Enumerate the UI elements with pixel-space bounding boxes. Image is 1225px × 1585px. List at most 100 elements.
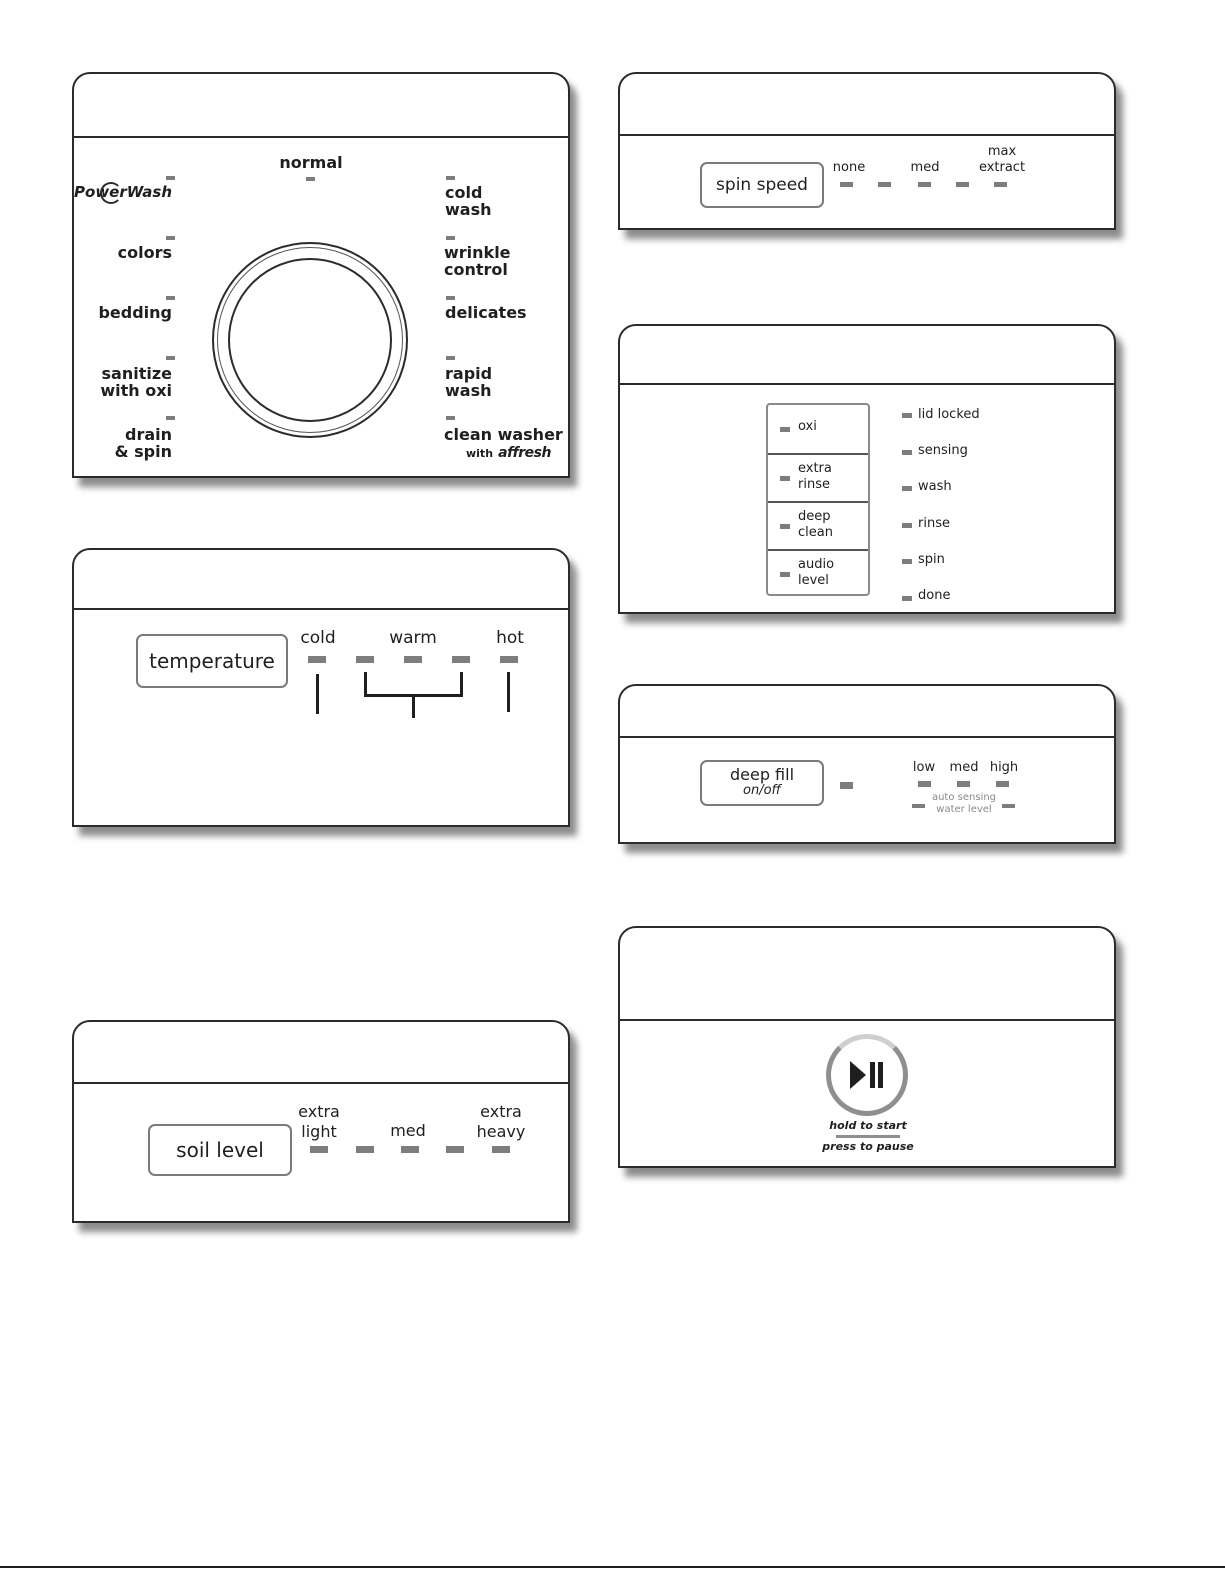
option-oxi[interactable]: oxi (768, 405, 868, 455)
auto-sensing-label: auto sensing water level (931, 792, 997, 815)
start-pause-panel: hold to start press to pause (618, 926, 1116, 1168)
auto-sensing-led-left (912, 804, 925, 808)
cycle-label-rapid-wash: rapid wash (445, 364, 493, 400)
temp-label-cold: cold (300, 628, 336, 648)
temp-bracket-warm-right (460, 672, 463, 696)
soil-level-panel: soil level extra light med extra heavy (72, 1020, 570, 1223)
temp-bracket-cold (316, 674, 319, 714)
option-buttons-group: oxi extra rinse deep clean audio level (766, 403, 870, 596)
water-led-med (957, 781, 970, 787)
soil-led-5 (492, 1146, 510, 1153)
temp-bracket-hot (507, 672, 510, 712)
status-label-wash: wash (918, 479, 952, 494)
option-label-audio-level: audio level (798, 557, 835, 588)
temperature-button[interactable]: temperature (136, 634, 288, 688)
spin-speed-panel: spin speed none med max extract (618, 72, 1116, 230)
temp-label-hot: hot (496, 628, 524, 648)
soil-label-med: med (390, 1121, 426, 1140)
deep-fill-button[interactable]: deep fill on/off (700, 760, 824, 806)
option-audio-level[interactable]: audio level (768, 549, 868, 594)
temp-bracket-warm-left (364, 672, 367, 696)
soil-level-button[interactable]: soil level (148, 1124, 292, 1176)
cycle-led-cold-wash (446, 176, 455, 180)
cycle-label-delicates: delicates (445, 303, 527, 322)
status-led-sensing (902, 450, 912, 455)
option-label-deep-clean: deep clean (798, 509, 833, 540)
status-led-lid-locked (902, 413, 912, 418)
spin-speed-button[interactable]: spin speed (700, 162, 824, 208)
soil-led-4 (446, 1146, 464, 1153)
cycle-label-cold-wash: cold wash (445, 183, 492, 219)
start-pause-button[interactable] (826, 1034, 908, 1116)
temp-bracket-warm-stem (412, 694, 415, 718)
soil-led-3 (401, 1146, 419, 1153)
status-led-rinse (902, 523, 912, 528)
cycle-label-sanitize: sanitize with oxi (100, 364, 172, 400)
cycle-panel: normal PowerWash colors bedding sanitize… (72, 72, 570, 478)
spin-led-5 (994, 182, 1007, 187)
spin-led-4 (956, 182, 969, 187)
status-led-spin (902, 559, 912, 564)
deep-fill-sublabel: on/off (743, 783, 781, 798)
start-divider (836, 1135, 900, 1138)
cycle-led-drain-spin (166, 416, 175, 420)
cycle-label-powerwash: PowerWash (74, 183, 172, 201)
temp-led-5 (500, 656, 518, 663)
status-led-done (902, 596, 912, 601)
panel-divider (74, 1082, 568, 1084)
auto-sensing-led-right (1002, 804, 1015, 808)
soil-label-extra-heavy: extra heavy (476, 1102, 526, 1141)
status-label-done: done (918, 588, 951, 603)
deep-fill-panel: deep fill on/off low med high auto sensi… (618, 684, 1116, 844)
soil-label-extra-light: extra light (298, 1102, 340, 1141)
panel-divider (620, 134, 1114, 136)
option-led-extra-rinse (780, 476, 790, 481)
temperature-panel: temperature cold warm hot (72, 548, 570, 827)
options-status-panel: oxi extra rinse deep clean audio level l… (618, 324, 1116, 614)
option-deep-clean[interactable]: deep clean (768, 501, 868, 551)
temp-led-1 (308, 656, 326, 663)
spin-led-3 (918, 182, 931, 187)
press-to-pause-label: press to pause (822, 1140, 914, 1153)
temp-led-4 (452, 656, 470, 663)
affresh-logo: with affresh (466, 445, 551, 461)
cycle-label-clean-washer: clean washer (444, 425, 563, 444)
water-label-low: low (912, 760, 936, 775)
cycle-knob[interactable] (212, 242, 408, 438)
option-led-audio-level (780, 572, 790, 577)
temp-label-warm: warm (389, 628, 437, 648)
cycle-label-colors: colors (117, 243, 172, 262)
spin-led-1 (840, 182, 853, 187)
status-label-rinse: rinse (918, 516, 950, 531)
cycle-led-sanitize (166, 356, 175, 360)
water-label-med: med (949, 760, 979, 775)
cycle-label-normal: normal (279, 153, 343, 172)
spin-label-none: none (832, 160, 866, 175)
cycle-led-normal (306, 177, 315, 181)
panel-divider (74, 608, 568, 610)
option-label-oxi: oxi (798, 419, 817, 434)
option-led-oxi (780, 427, 790, 432)
cycle-led-delicates (446, 296, 455, 300)
cycle-label-bedding: bedding (98, 303, 172, 322)
option-extra-rinse[interactable]: extra rinse (768, 453, 868, 503)
panel-divider (620, 1019, 1114, 1021)
powerwash-swirl-icon (100, 182, 122, 204)
panel-divider (74, 136, 568, 138)
cycle-led-clean-washer (446, 416, 455, 420)
cycle-label-drain-spin: drain & spin (114, 425, 172, 461)
option-label-extra-rinse: extra rinse (798, 461, 832, 492)
spin-label-max-extract: max extract (978, 144, 1026, 175)
cycle-led-bedding (166, 296, 175, 300)
cycle-led-colors (166, 236, 175, 240)
page-bottom-rule (0, 1566, 1225, 1568)
play-pause-icon (831, 1039, 903, 1111)
deep-fill-label: deep fill (729, 765, 795, 784)
cycle-led-powerwash (166, 176, 175, 180)
panel-divider (620, 383, 1114, 385)
spin-label-med: med (910, 160, 940, 175)
hold-to-start-label: hold to start (829, 1119, 907, 1132)
status-led-wash (902, 486, 912, 491)
status-label-sensing: sensing (918, 443, 968, 458)
spin-led-2 (878, 182, 891, 187)
